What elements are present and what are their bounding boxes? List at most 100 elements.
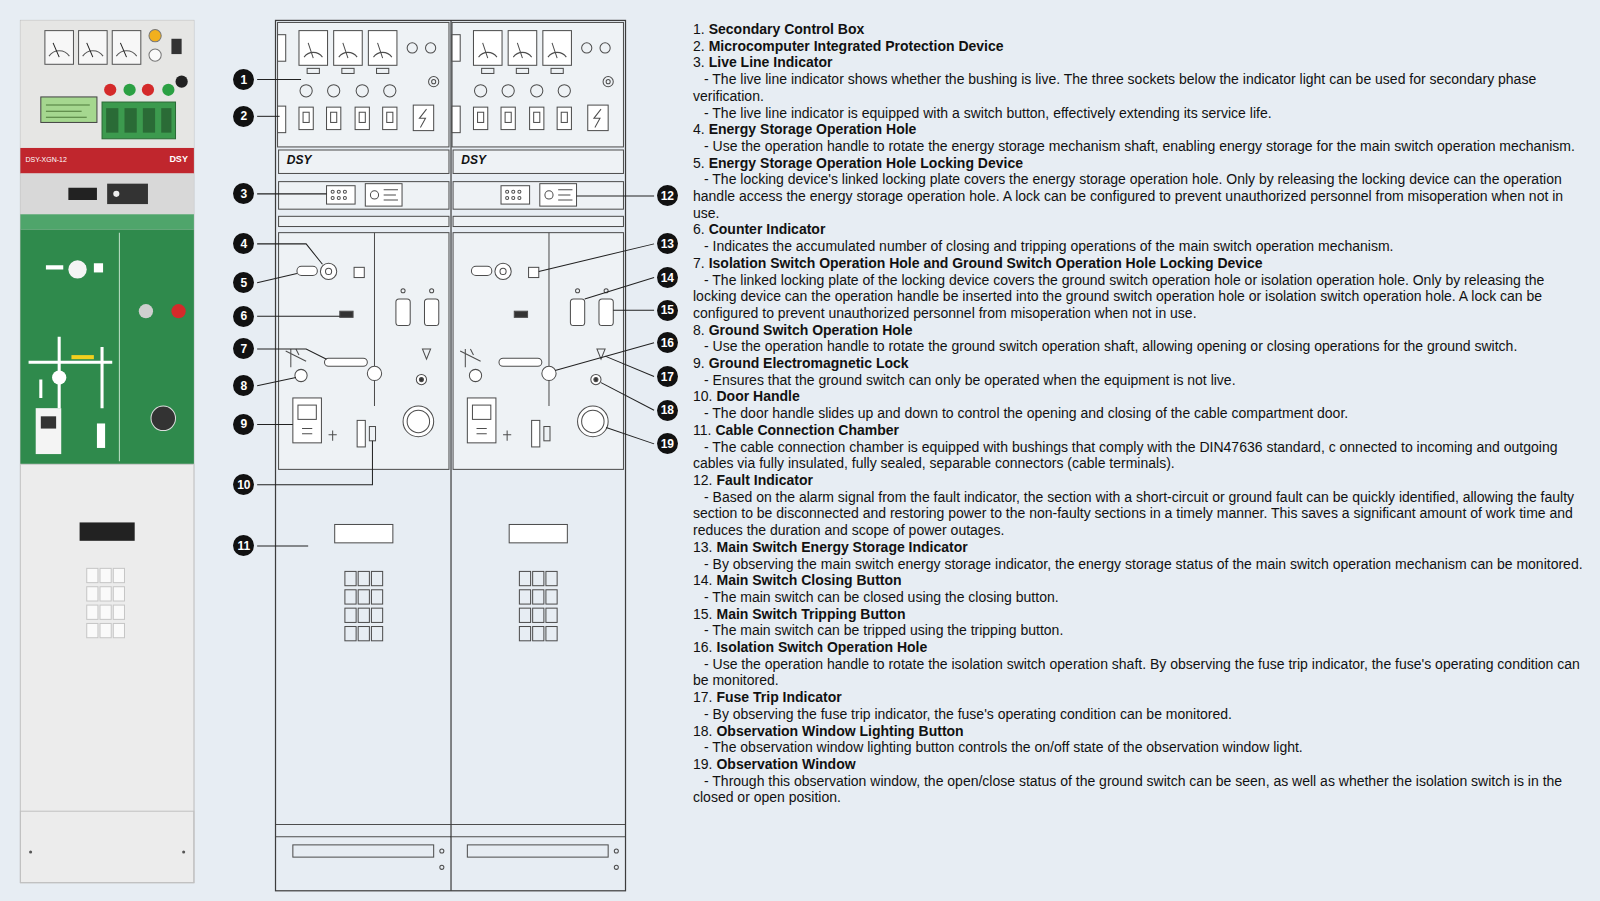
- cabinet-frame: [276, 20, 626, 890]
- list-number: 18.: [693, 723, 712, 739]
- mimic-panel: [29, 337, 113, 408]
- callout-text: 4: [241, 238, 248, 250]
- list-description: - The locking device's linked locking pl…: [693, 171, 1588, 221]
- switchgear-panel-drawing: [299, 107, 313, 129]
- leader-line: [601, 383, 654, 411]
- switch-block: [161, 108, 171, 132]
- leader-line: [257, 316, 340, 317]
- meter: [112, 31, 141, 65]
- switchgear-panel-drawing: [297, 266, 317, 275]
- callout-text: 8: [241, 380, 248, 392]
- callout-text: 11: [238, 540, 251, 552]
- list-number: 17.: [693, 689, 712, 705]
- switchgear-panel-drawing: [407, 43, 417, 53]
- callout-number: 17: [657, 366, 678, 387]
- switchgear-panel-drawing: [426, 43, 436, 53]
- vent-grid: [100, 623, 111, 637]
- switchgear-panel-drawing: [384, 190, 398, 200]
- list-number: 3.: [693, 54, 705, 70]
- door-handle: [80, 522, 135, 540]
- list-description: - Through this observation window, the o…: [693, 773, 1588, 806]
- list-description: - The live line indicator shows whether …: [693, 71, 1588, 104]
- list-description: - Use the operation handle to rotate the…: [693, 656, 1588, 689]
- switchgear-panel-drawing: [327, 107, 341, 129]
- live-indicator: [107, 184, 148, 204]
- callout-text: 9: [241, 418, 248, 430]
- list-heading: Fault Indicator: [716, 472, 812, 488]
- cabinet-base: [182, 850, 185, 853]
- list-item-head: 12.Fault Indicator: [693, 472, 1588, 489]
- list-item: 14.Main Switch Closing Button- The main …: [693, 572, 1588, 605]
- callout-number: 7: [233, 338, 254, 359]
- signal-lamp: [149, 49, 161, 61]
- list-number: 13.: [693, 539, 712, 555]
- switchgear-panel-drawing: [369, 427, 375, 441]
- callout-number: 14: [657, 267, 678, 288]
- switchgear-panel-drawing: [293, 398, 322, 443]
- mimic-panel: [68, 260, 86, 278]
- list-number: 5.: [693, 155, 705, 171]
- mimic-panel: [20, 230, 193, 465]
- leader-line: [257, 116, 279, 117]
- switch-block: [124, 108, 136, 132]
- callout-text: 15: [661, 304, 674, 316]
- list-heading: Energy Storage Operation Hole: [709, 121, 917, 137]
- callout-text: 13: [661, 238, 674, 250]
- list-item: 10.Door Handle- The door handle slides u…: [693, 388, 1588, 421]
- switchgear-panel-drawing: [303, 112, 309, 122]
- switchgear-panel-drawing: [276, 836, 452, 837]
- brand-logo: DSY: [287, 154, 312, 166]
- list-item-head: 6.Counter Indicator: [693, 221, 1588, 238]
- vent-grid: [113, 587, 124, 601]
- list-item-head: 1.Secondary Control Box: [693, 21, 1588, 38]
- switchgear-panel-drawing: [419, 378, 423, 382]
- cable-door: [20, 464, 193, 882]
- indicator-band: [20, 173, 193, 214]
- switchgear-panel-drawing: [286, 349, 306, 367]
- switchgear-panel-drawing: [358, 571, 369, 585]
- leader-line: [605, 356, 654, 376]
- list-description: - Ensures that the ground switch can onl…: [693, 372, 1588, 389]
- list-item: 2.Microcomputer Integrated Protection De…: [693, 38, 1588, 55]
- switchgear-panel-drawing: [279, 150, 449, 173]
- mimic-panel: [171, 304, 185, 318]
- list-item-head: 4.Energy Storage Operation Hole: [693, 121, 1588, 138]
- leader-line: [257, 378, 296, 386]
- switchgear-panel-drawing: [384, 85, 396, 97]
- switchgear-panel-drawing: [299, 31, 328, 66]
- switchgear-panel-drawing: [407, 410, 429, 432]
- switchgear-panel-drawing: [293, 845, 434, 857]
- switchgear-panel-drawing: [337, 190, 340, 193]
- switchgear-panel-drawing: [374, 381, 375, 407]
- switchgear-panel-drawing: [279, 182, 449, 210]
- switchgear-panel-drawing: [329, 431, 337, 441]
- callout-number: 10: [233, 474, 254, 495]
- list-item-head: 14.Main Switch Closing Button: [693, 572, 1588, 589]
- cabinet-photo: [20, 20, 193, 882]
- switch-block: [102, 102, 175, 139]
- switchgear-panel-drawing: [335, 524, 393, 542]
- callout-text: 14: [661, 272, 674, 284]
- list-heading: Observation Window: [716, 756, 855, 772]
- switchgear-panel-drawing: [370, 191, 378, 199]
- leader-line: [257, 80, 654, 546]
- list-item: 6.Counter Indicator- Indicates the accum…: [693, 221, 1588, 254]
- switchgear-panel-drawing: [308, 43, 382, 58]
- list-description: - The live line indicator is equipped wi…: [693, 105, 1588, 122]
- list-description: - By observing the main switch energy st…: [693, 556, 1588, 573]
- leader-line: [257, 441, 372, 485]
- switchgear-panel-drawing: [356, 85, 368, 97]
- list-description: - The door handle slides up and down to …: [693, 405, 1588, 422]
- list-item-head: 11.Cable Connection Chamber: [693, 422, 1588, 439]
- list-number: 6.: [693, 221, 705, 237]
- list-item: 3.Live Line Indicator- The live line ind…: [693, 54, 1588, 121]
- leader-line: [613, 310, 654, 311]
- callout-number: 8: [233, 375, 254, 396]
- switchgear-panel-drawing: [295, 369, 307, 381]
- callout-text: 1: [241, 74, 248, 86]
- switchgear-panel-drawing: [278, 35, 286, 62]
- callout-number: 19: [657, 433, 678, 454]
- leader-line: [555, 343, 654, 371]
- meter: [79, 31, 108, 65]
